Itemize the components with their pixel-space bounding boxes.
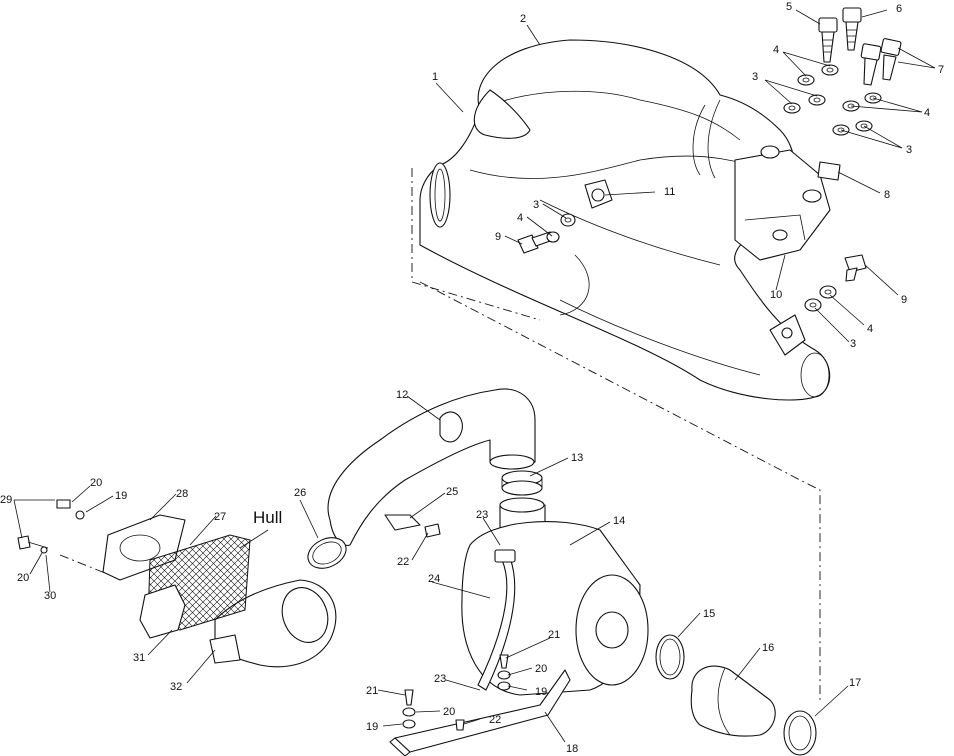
callout-9b: 9	[901, 294, 907, 306]
callout-19c: 19	[115, 490, 127, 502]
callout-31: 31	[133, 652, 145, 664]
callout-17: 17	[849, 677, 861, 689]
callout-23b: 23	[434, 673, 446, 685]
exhaust-pipe-assembly	[419, 39, 831, 401]
callout-28: 28	[176, 488, 188, 500]
callout-22a: 22	[397, 556, 409, 568]
callout-4d: 4	[867, 323, 873, 335]
strap-24	[477, 549, 516, 691]
bolt-7b	[880, 38, 902, 81]
callout-13: 13	[571, 452, 583, 464]
callout-3d: 3	[850, 338, 856, 350]
exhaust-hose-12	[327, 388, 536, 546]
washers-top	[783, 64, 882, 136]
callout-21a: 21	[548, 629, 560, 641]
bolt-5	[818, 17, 838, 63]
callout-16: 16	[762, 642, 774, 654]
hardware-lower-left	[402, 689, 465, 731]
bracket-18	[389, 669, 571, 756]
hull-label: Hull	[253, 508, 282, 527]
callout-19b: 19	[366, 721, 378, 733]
callout-15: 15	[703, 608, 715, 620]
callout-21b: 21	[366, 685, 378, 697]
callout-20c: 20	[90, 477, 102, 489]
callout-18: 18	[566, 743, 578, 755]
bolt-6	[842, 7, 862, 51]
callout-3b: 3	[906, 144, 912, 156]
callout-3c: 3	[533, 199, 539, 211]
callout-1: 1	[432, 71, 438, 83]
assembly-centerlines	[59, 168, 821, 700]
clamp-15	[655, 634, 685, 680]
callout-4a: 4	[773, 44, 779, 56]
callout-4b: 4	[924, 107, 930, 119]
callout-8: 8	[884, 189, 890, 201]
grommet-22-upper	[424, 523, 441, 538]
callout-27: 27	[214, 511, 226, 523]
studs-left	[17, 499, 85, 554]
clamp-13	[501, 470, 543, 496]
callout-7: 7	[938, 64, 944, 76]
bolt-9-right	[844, 254, 867, 282]
callout-24: 24	[428, 573, 440, 585]
callout-30: 30	[44, 590, 56, 602]
callout-32: 32	[170, 681, 182, 693]
callout-20b: 20	[443, 706, 455, 718]
callout-26: 26	[294, 487, 306, 499]
clamp-26	[307, 537, 347, 569]
clamp-17	[783, 710, 817, 756]
callout-12: 12	[396, 389, 408, 401]
callout-9a: 9	[495, 231, 501, 243]
callout-5: 5	[786, 1, 792, 13]
callout-23a: 23	[476, 509, 488, 521]
callout-14: 14	[613, 515, 625, 527]
callout-19a: 19	[535, 686, 547, 698]
tail-pipe-16	[690, 665, 776, 737]
callout-10: 10	[770, 289, 782, 301]
callout-3a: 3	[752, 71, 758, 83]
adapter-31	[139, 584, 186, 639]
callout-4c: 4	[517, 212, 523, 224]
hardware-lower-right	[497, 654, 511, 691]
stud-8	[817, 161, 841, 181]
callout-20a: 20	[535, 663, 547, 675]
callout-22b: 22	[489, 714, 501, 726]
washers-right	[804, 285, 837, 312]
callout-11: 11	[664, 186, 675, 198]
callout-29: 29	[0, 494, 12, 506]
bracket-25	[384, 514, 421, 531]
callout-25: 25	[446, 486, 458, 498]
bolt-7a	[860, 43, 882, 86]
callout-6: 6	[896, 3, 902, 15]
callout-20d: 20	[17, 572, 29, 584]
leader-lines	[13, 9, 936, 743]
callout-2: 2	[520, 13, 526, 25]
